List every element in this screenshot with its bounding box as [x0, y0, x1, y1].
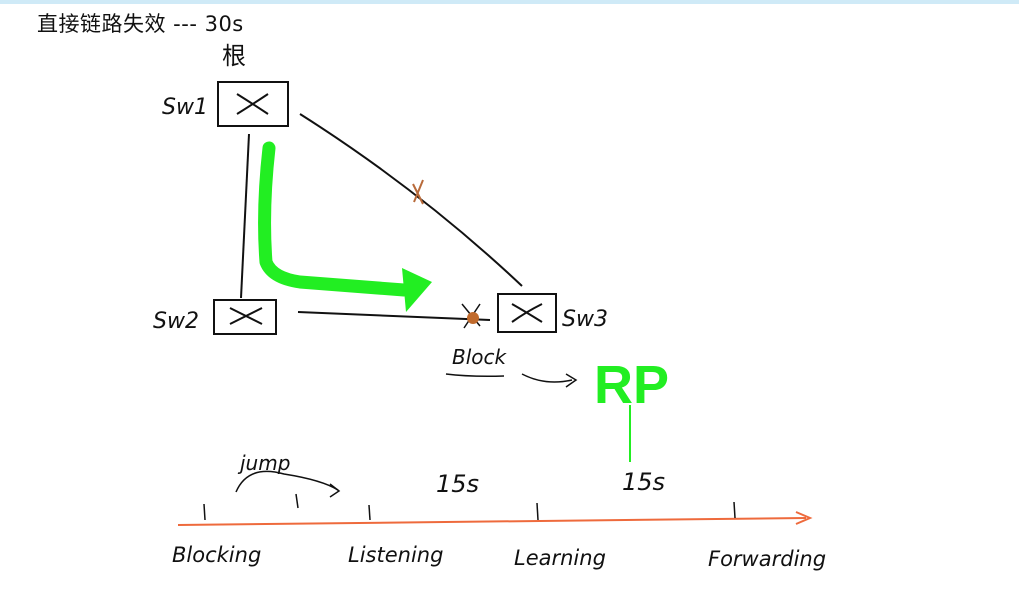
- switch-icon: [511, 303, 543, 323]
- rp-label: RP: [594, 355, 669, 415]
- timer-label-1: 15s: [436, 470, 479, 498]
- root-label: 根: [222, 42, 246, 70]
- timer-label-2: 15s: [622, 468, 665, 496]
- switch-sw3: Sw3: [497, 293, 608, 333]
- new-path-arrow: [258, 141, 411, 297]
- jump-arc: [235, 470, 339, 493]
- block-underline: [445, 373, 505, 377]
- switch-icon: [229, 307, 263, 325]
- state-forwarding: Forwarding: [708, 547, 826, 571]
- transition-arrowhead: [565, 373, 578, 388]
- link-sw1-sw3: [299, 113, 523, 287]
- blocked-port-dot: [467, 312, 479, 324]
- new-path-arrowhead: [402, 268, 432, 312]
- switch-icon: [236, 93, 269, 115]
- link-sw2-sw3: [297, 311, 491, 321]
- timeline-axis: [177, 517, 807, 526]
- timeline-arrowhead: [795, 511, 813, 525]
- link-sw1-sw2: [240, 133, 250, 299]
- switch-sw2-label: Sw2: [153, 309, 199, 334]
- jump-arrowhead: [329, 483, 341, 498]
- switch-sw2: Sw2: [153, 299, 277, 335]
- state-learning: Learning: [514, 546, 606, 570]
- switch-sw3-label: Sw3: [562, 307, 608, 332]
- timeline-tick: [203, 503, 206, 521]
- link-failure-mark: [412, 179, 424, 205]
- jump-tick: [295, 493, 299, 509]
- top-accent-bar: [0, 0, 1019, 4]
- block-label: Block: [452, 345, 508, 369]
- timeline-tick: [733, 501, 736, 519]
- switch-sw3-box: [497, 293, 557, 333]
- switch-sw1: Sw1: [162, 81, 289, 127]
- transition-arrow: [521, 373, 573, 383]
- switch-sw1-label: Sw1: [162, 95, 208, 120]
- switch-sw1-box: [217, 81, 289, 127]
- port-state-timeline: Blocking Listening Learning Forwarding: [172, 501, 826, 571]
- switch-sw2-box: [213, 299, 277, 335]
- state-listening: Listening: [348, 543, 443, 567]
- state-blocking: Blocking: [172, 543, 261, 567]
- timeline-tick: [536, 502, 539, 521]
- timeline-tick: [368, 504, 371, 521]
- page-title: 直接链路失效 --- 30s: [37, 12, 244, 36]
